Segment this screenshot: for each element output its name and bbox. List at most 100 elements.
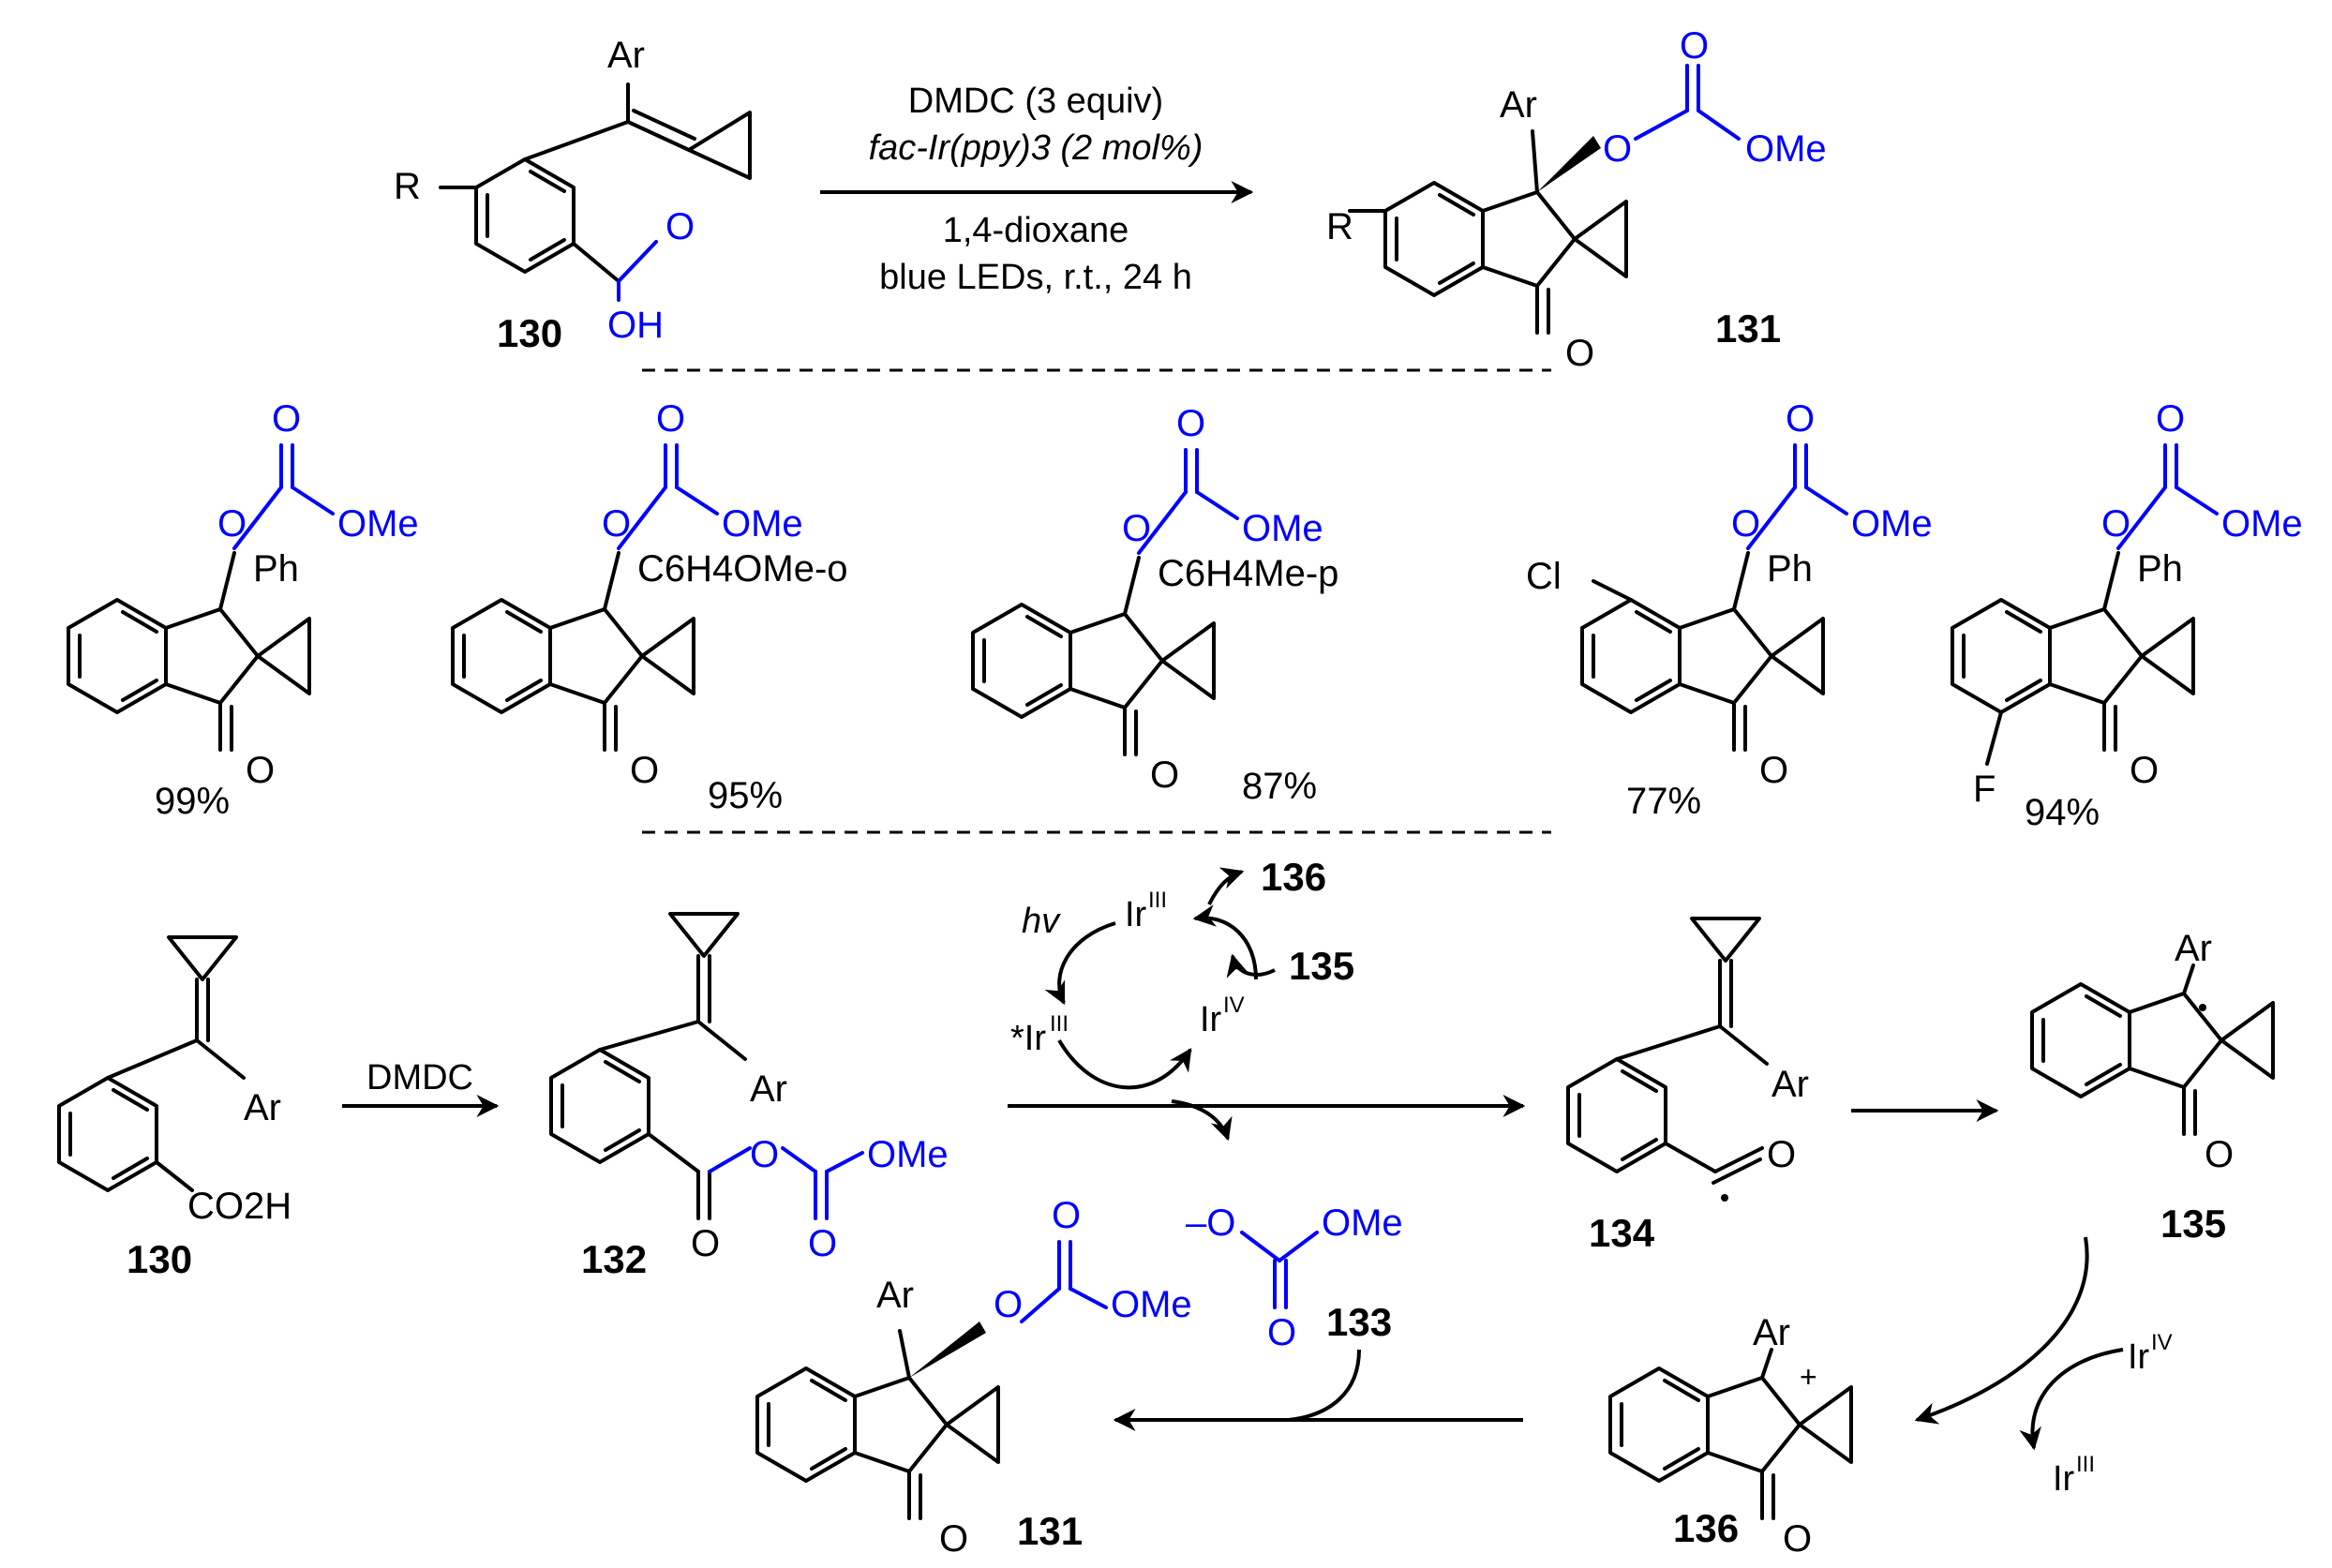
product-ketone-o: O xyxy=(1565,333,1594,374)
svg-text:OMe: OMe xyxy=(1111,1284,1192,1325)
mech-133-anion: –O xyxy=(1186,1202,1235,1244)
example-2: O O OMe C6H4OMe-o O 95% xyxy=(451,398,848,816)
example-1-yield: 99% xyxy=(155,781,230,822)
mech-133-id: 133 xyxy=(1326,1300,1392,1344)
mech-136: Ar + O 136 xyxy=(1608,1312,1853,1560)
cycle-ir-ground: Ir xyxy=(1125,895,1147,934)
substrate-aryl: Ar xyxy=(607,35,645,76)
example-4-yield: 77% xyxy=(1626,781,1701,822)
mech-135-id: 135 xyxy=(2160,1202,2226,1246)
svg-text:OMe: OMe xyxy=(1851,503,1933,545)
mech-136-aryl: Ar xyxy=(1753,1312,1790,1353)
example-1: O O OMe Ph O 99% xyxy=(67,398,419,822)
substrate-r-group: R xyxy=(394,166,421,207)
substrate-acid-oh: OH xyxy=(607,305,664,346)
cycle-ir-oxidized: Ir xyxy=(1200,1000,1222,1039)
svg-text:O: O xyxy=(217,503,247,545)
mech-130-aryl: Ar xyxy=(244,1087,281,1128)
svg-text:O: O xyxy=(2205,1134,2234,1175)
svg-text:O: O xyxy=(630,750,659,791)
svg-text:III: III xyxy=(2076,1452,2095,1477)
side-ir-iv: Ir xyxy=(2128,1337,2150,1377)
example-2-yield: 95% xyxy=(708,775,783,816)
arrow-dmdc: DMDC xyxy=(342,1058,500,1117)
mech-134-aryl: Ar xyxy=(1771,1064,1809,1105)
svg-text:IV: IV xyxy=(1223,993,1245,1018)
svg-text:O: O xyxy=(1759,750,1788,791)
svg-text:IV: IV xyxy=(2151,1330,2173,1355)
mech-130-id: 130 xyxy=(127,1237,192,1281)
example-5-yield: 94% xyxy=(2025,792,2100,833)
substrate-130: Ar R O OH 130 xyxy=(394,35,752,355)
example-3: O O OMe C6H4Me-p O 87% xyxy=(971,403,1338,807)
svg-text:O: O xyxy=(994,1284,1023,1325)
svg-text:O: O xyxy=(1122,508,1151,549)
svg-text:O: O xyxy=(602,503,631,545)
svg-text:O: O xyxy=(2156,398,2185,440)
reagent-catalyst: fac-Ir(ppy)3 (2 mol%) xyxy=(869,128,1203,168)
mech-131-aryl: Ar xyxy=(876,1275,914,1316)
mech-132-aryl: Ar xyxy=(750,1068,787,1110)
cycle-hv: hv xyxy=(1022,902,1061,941)
mech-132: Ar O OMe O O 132 xyxy=(549,912,949,1281)
example-3-aryl: C6H4Me-p xyxy=(1158,553,1338,594)
substrate-acid-o: O xyxy=(665,206,695,247)
svg-text:O: O xyxy=(2101,503,2130,545)
example-4-aryl: Ph xyxy=(1767,548,1813,590)
photoredox-cycle: hv Ir III *Ir III Ir IV 136 135 xyxy=(1010,855,1354,1142)
mech-135: Ar O 135 xyxy=(2030,928,2275,1246)
condition-light: blue LEDs, r.t., 24 h xyxy=(879,258,1192,297)
compound-label-131: 131 xyxy=(1715,306,1781,351)
svg-text:OMe: OMe xyxy=(1322,1202,1403,1244)
mech-134: Ar O 134 xyxy=(1566,917,1809,1255)
reaction-arrow-main: DMDC (3 equiv) fac-Ir(ppy)3 (2 mol%) 1,4… xyxy=(820,82,1254,297)
cycle-ir-excited: *Ir xyxy=(1010,1019,1046,1058)
svg-text:O: O xyxy=(1052,1195,1081,1236)
svg-text:OMe: OMe xyxy=(867,1134,949,1175)
svg-text:O: O xyxy=(750,1134,779,1175)
svg-text:O: O xyxy=(1150,754,1179,796)
mech-136-id: 136 xyxy=(1673,1506,1739,1550)
svg-text:III: III xyxy=(1148,888,1167,913)
svg-text:O: O xyxy=(1267,1312,1296,1353)
svg-text:O: O xyxy=(656,398,685,440)
svg-text:O: O xyxy=(246,750,275,791)
svg-text:O: O xyxy=(2130,750,2159,791)
svg-text:OMe: OMe xyxy=(2221,503,2303,545)
example-5-substituent: F xyxy=(1973,769,1996,810)
product-ome: OMe xyxy=(1745,128,1827,170)
example-3-yield: 87% xyxy=(1242,766,1317,807)
svg-text:O: O xyxy=(939,1518,968,1560)
svg-text:O: O xyxy=(808,1223,837,1264)
product-aryl: Ar xyxy=(1500,84,1537,126)
example-1-aryl: Ph xyxy=(253,548,299,590)
product-131: Ar R O O OMe O 131 xyxy=(1326,25,1827,374)
svg-text:OMe: OMe xyxy=(1242,508,1323,549)
svg-text:OMe: OMe xyxy=(722,503,803,545)
svg-text:O: O xyxy=(1731,503,1760,545)
mech-136-charge: + xyxy=(1800,1360,1817,1394)
scope-examples: O O OMe Ph O 99% O O OMe C6H4OMe-o O 95% xyxy=(67,398,2303,833)
mech-135-aryl: Ar xyxy=(2175,928,2212,969)
product-carbonyl-o: O xyxy=(1680,25,1709,67)
svg-text:O: O xyxy=(1786,398,1815,440)
mech-132-id: 132 xyxy=(581,1237,647,1281)
reagent-dmdc: DMDC (3 equiv) xyxy=(908,82,1163,121)
mech-130-acid: CO2H xyxy=(187,1186,292,1227)
mech-131: Ar O O OMe O 131 xyxy=(755,1195,1192,1560)
example-4: O O OMe Ph Cl O 77% xyxy=(1526,398,1933,822)
svg-text:O: O xyxy=(1176,403,1205,444)
svg-text:III: III xyxy=(1050,1011,1069,1037)
side-ir-iii: Ir xyxy=(2053,1459,2075,1499)
example-4-substituent: Cl xyxy=(1526,556,1562,597)
svg-text:O: O xyxy=(272,398,301,440)
oxidation-step: Ir IV Ir III xyxy=(1914,1236,2173,1499)
product-r-group: R xyxy=(1326,206,1353,247)
condition-solvent: 1,4-dioxane xyxy=(943,211,1129,250)
product-carbonate-o: O xyxy=(1603,128,1632,170)
mech-130: Ar CO2H 130 xyxy=(57,935,292,1281)
cycle-in-135: 135 xyxy=(1289,944,1354,988)
example-2-aryl: C6H4OMe-o xyxy=(637,548,848,590)
svg-text:O: O xyxy=(1783,1518,1812,1560)
